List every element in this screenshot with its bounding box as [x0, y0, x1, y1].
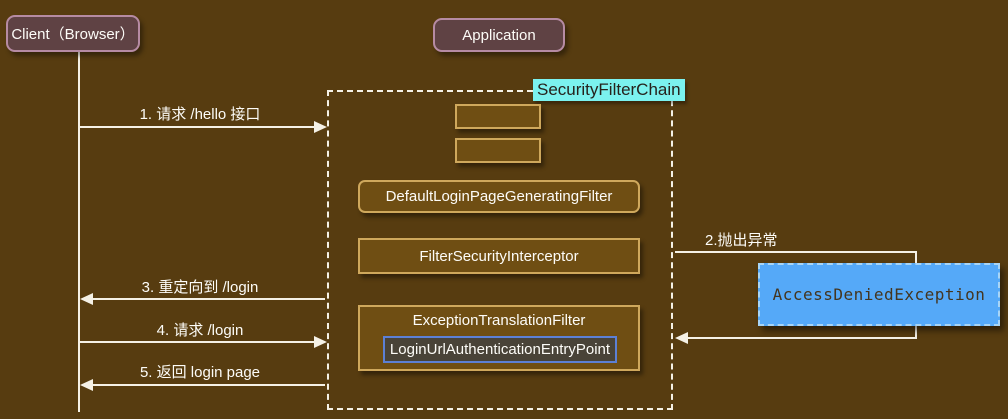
- login-url-authentication-entry-point-box: LoginUrlAuthenticationEntryPoint: [383, 336, 617, 363]
- message-4-arrowhead-right-icon: [314, 336, 327, 348]
- exception-translation-filter-box: ExceptionTranslationFilter LoginUrlAuthe…: [358, 305, 640, 371]
- message-4-line: [80, 341, 314, 343]
- application-actor-label: Application: [462, 26, 536, 44]
- login-url-authentication-entry-point-label: LoginUrlAuthenticationEntryPoint: [389, 341, 611, 358]
- message-2-label: 2.抛出异常: [705, 232, 778, 249]
- message-1-line: [80, 126, 314, 128]
- filter-placeholder-box-1: [455, 104, 541, 129]
- message-1-label: 1. 请求 /hello 接口: [139, 106, 261, 123]
- security-filter-chain-box: [327, 90, 673, 410]
- default-login-page-generating-filter-box: DefaultLoginPageGeneratingFilter: [358, 180, 640, 213]
- default-login-page-generating-filter-label: DefaultLoginPageGeneratingFilter: [385, 188, 613, 205]
- message-4-label: 4. 请求 /login: [156, 322, 244, 339]
- access-denied-exception-box: AccessDeniedException: [758, 263, 1000, 326]
- message-5-label: 5. 返回 login page: [139, 364, 261, 381]
- message-2-arrowhead-left-icon: [675, 332, 688, 344]
- filter-security-interceptor-box: FilterSecurityInterceptor: [358, 238, 640, 274]
- message-2-line-return: [688, 337, 917, 339]
- security-filter-chain-label: SecurityFilterChain: [533, 79, 685, 101]
- client-actor-label: Client（Browser）: [11, 26, 135, 43]
- exception-translation-filter-label: ExceptionTranslationFilter: [412, 312, 586, 329]
- message-3-arrowhead-left-icon: [80, 293, 93, 305]
- message-5-arrowhead-left-icon: [80, 379, 93, 391]
- client-lifeline: [78, 52, 80, 412]
- message-5-line: [93, 384, 325, 386]
- message-3-label: 3. 重定向到 /login: [141, 279, 259, 296]
- message-2-line-out: [675, 251, 916, 253]
- client-actor-box: Client（Browser）: [6, 15, 140, 52]
- message-3-line: [93, 298, 325, 300]
- message-1-arrowhead-right-icon: [314, 121, 327, 133]
- filter-placeholder-box-2: [455, 138, 541, 163]
- application-actor-box: Application: [433, 18, 565, 52]
- filter-security-interceptor-label: FilterSecurityInterceptor: [419, 247, 579, 265]
- access-denied-exception-label: AccessDeniedException: [772, 285, 986, 304]
